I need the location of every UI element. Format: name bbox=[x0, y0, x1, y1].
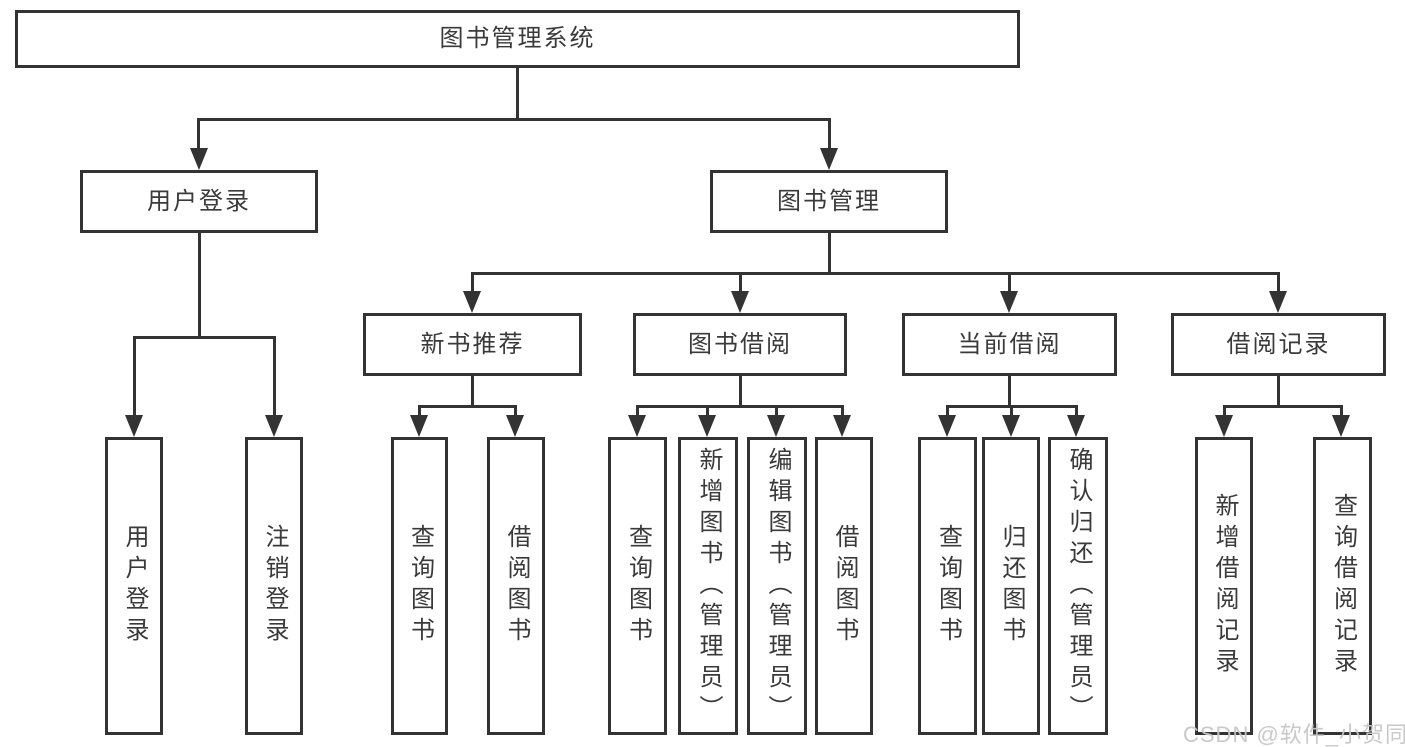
connector-line bbox=[197, 118, 831, 121]
arrow-down-icon bbox=[506, 415, 524, 437]
connector-line bbox=[775, 405, 778, 417]
node-label: 图书管理 bbox=[777, 187, 881, 215]
connector-line bbox=[636, 405, 844, 408]
node-leaf-add-borrow-record: 新增借阅记录 bbox=[1195, 437, 1253, 735]
connector-line bbox=[946, 405, 949, 417]
node-label: 当前借阅 bbox=[957, 330, 1062, 358]
node-leaf-add-books-admin: 新增图书（管理员） bbox=[678, 437, 738, 735]
arrow-down-icon bbox=[628, 415, 646, 437]
node-label: 编辑图书（管理员） bbox=[764, 446, 791, 726]
arrow-down-icon bbox=[938, 415, 956, 437]
arrow-down-icon bbox=[731, 291, 749, 313]
connector-line bbox=[739, 376, 742, 408]
node-label: 图书借阅 bbox=[688, 330, 792, 358]
connector-line bbox=[1223, 405, 1342, 408]
connector-line bbox=[197, 118, 200, 152]
connector-line bbox=[418, 405, 517, 408]
node-label: 查询图书 bbox=[624, 524, 652, 648]
connector-line bbox=[133, 336, 136, 418]
arrow-down-icon bbox=[410, 415, 428, 437]
node-leaf-confirm-return-admin: 确认归还（管理员） bbox=[1048, 437, 1108, 735]
node-current-borrowing: 当前借阅 bbox=[902, 313, 1117, 376]
node-leaf-query-books-current: 查询图书 bbox=[918, 437, 977, 735]
node-label: 借阅图书 bbox=[831, 524, 858, 648]
connector-line bbox=[273, 336, 276, 418]
connector-line bbox=[471, 376, 474, 408]
connector-line bbox=[636, 405, 639, 417]
connector-line bbox=[471, 272, 474, 294]
node-new-book-recommend: 新书推荐 bbox=[363, 313, 582, 376]
node-book-borrowing: 图书借阅 bbox=[633, 313, 847, 376]
connector-line bbox=[1223, 405, 1226, 417]
arrow-down-icon bbox=[190, 148, 208, 170]
node-leaf-query-borrow-record: 查询借阅记录 bbox=[1313, 437, 1372, 735]
node-book-management: 图书管理 bbox=[710, 170, 948, 233]
node-label: 新增借阅记录 bbox=[1211, 493, 1238, 679]
node-label: 注销登录 bbox=[261, 524, 288, 648]
arrow-down-icon bbox=[833, 415, 851, 437]
arrow-down-icon bbox=[1269, 291, 1287, 313]
connector-line bbox=[1075, 405, 1078, 417]
arrow-down-icon bbox=[1002, 415, 1020, 437]
arrow-down-icon bbox=[1067, 415, 1085, 437]
node-label: 查询图书 bbox=[934, 524, 962, 648]
csdn-watermark: CSDN @软件_小贺同学 bbox=[1183, 722, 1405, 747]
node-leaf-user-login: 用户登录 bbox=[105, 437, 163, 735]
connector-line bbox=[198, 233, 201, 339]
arrow-down-icon bbox=[698, 415, 716, 437]
node-label: 用户登录 bbox=[121, 524, 148, 648]
connector-line bbox=[739, 272, 742, 294]
node-label: 确认归还（管理员） bbox=[1065, 446, 1092, 726]
node-leaf-query-books-recommend: 查询图书 bbox=[391, 437, 448, 735]
connector-line bbox=[828, 118, 831, 152]
arrow-down-icon bbox=[1000, 291, 1018, 313]
connector-line bbox=[471, 272, 1280, 275]
node-user-login: 用户登录 bbox=[80, 170, 318, 233]
node-label: 查询图书 bbox=[406, 524, 434, 648]
node-leaf-edit-books-admin: 编辑图书（管理员） bbox=[747, 437, 807, 735]
connector-line bbox=[516, 68, 519, 120]
node-leaf-return-books: 归还图书 bbox=[982, 437, 1040, 735]
connector-line bbox=[1008, 376, 1011, 408]
node-leaf-query-books-borrowing: 查询图书 bbox=[608, 437, 667, 735]
connector-line bbox=[133, 336, 276, 339]
node-library-management-system: 图书管理系统 bbox=[15, 10, 1020, 68]
node-label: 归还图书 bbox=[998, 524, 1025, 648]
connector-line bbox=[1008, 272, 1011, 294]
node-label: 借阅记录 bbox=[1226, 330, 1331, 358]
node-borrow-records: 借阅记录 bbox=[1171, 313, 1386, 376]
arrow-down-icon bbox=[265, 415, 283, 437]
arrow-down-icon bbox=[767, 415, 785, 437]
node-leaf-borrow-books-borrowing: 借阅图书 bbox=[815, 437, 873, 735]
connector-line bbox=[514, 405, 517, 417]
connector-line bbox=[841, 405, 844, 417]
node-leaf-borrow-books-recommend: 借阅图书 bbox=[487, 437, 545, 735]
arrow-down-icon bbox=[820, 148, 838, 170]
connector-line bbox=[1340, 405, 1343, 417]
connector-line bbox=[1277, 272, 1280, 294]
node-label: 用户登录 bbox=[147, 187, 251, 215]
arrow-down-icon bbox=[125, 415, 143, 437]
node-label: 新增图书（管理员） bbox=[695, 446, 722, 726]
node-label: 新书推荐 bbox=[420, 330, 525, 358]
arrow-down-icon bbox=[1332, 415, 1350, 437]
node-label: 查询借阅记录 bbox=[1329, 493, 1357, 679]
connector-line bbox=[706, 405, 709, 417]
connector-line bbox=[1010, 405, 1013, 417]
connector-line bbox=[828, 233, 831, 275]
node-label: 借阅图书 bbox=[503, 524, 530, 648]
connector-line bbox=[418, 405, 421, 417]
arrow-down-icon bbox=[1215, 415, 1233, 437]
connector-line bbox=[1277, 376, 1280, 408]
node-leaf-logout: 注销登录 bbox=[245, 437, 303, 735]
node-label: 图书管理系统 bbox=[439, 25, 596, 52]
arrow-down-icon bbox=[463, 291, 481, 313]
